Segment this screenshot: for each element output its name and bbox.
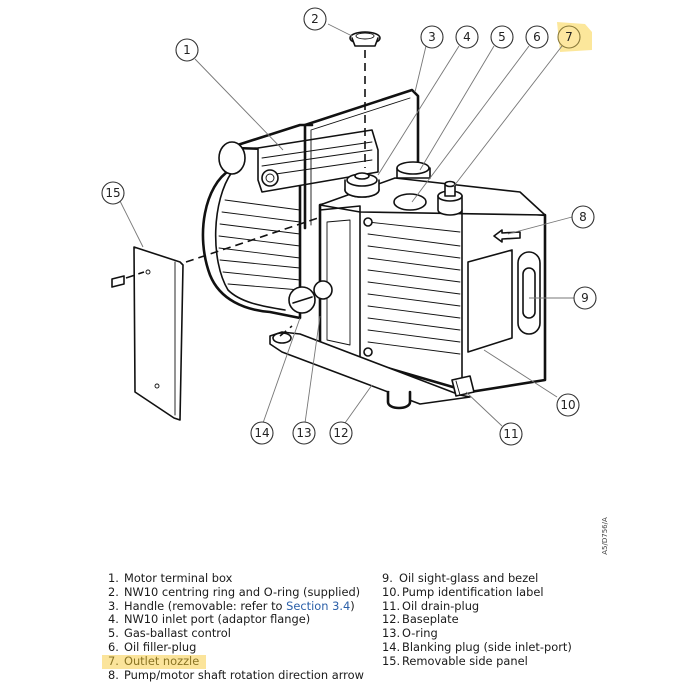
svg-text:5: 5 — [498, 30, 506, 44]
pump-body — [318, 177, 547, 394]
legend-item: 13.O-ring — [382, 626, 438, 641]
callout-3: 3 — [420, 25, 444, 49]
pump-identification-label — [467, 249, 513, 353]
legend-item: 1.Motor terminal box — [108, 571, 233, 585]
svg-text:12: 12 — [333, 426, 348, 440]
section-3-4-link[interactable]: Section 3.4 — [286, 598, 351, 613]
svg-text:13: 13 — [296, 426, 311, 440]
callout-11: 11 — [499, 422, 523, 446]
legend-item: 14.Blanking plug (side inlet-port) — [382, 639, 572, 654]
figure-reference-code: A5/D756/A — [601, 517, 609, 555]
callout-10: 10 — [556, 393, 580, 417]
callout-4: 4 — [455, 25, 479, 49]
callout-1: 1 — [175, 38, 199, 62]
handle — [303, 88, 420, 230]
gas-ballast-control — [393, 193, 427, 211]
legend-item: 6.Oil filler-plug — [108, 639, 197, 654]
parts-legend-left: 1.Motor terminal box 2.NW10 centring rin… — [102, 571, 364, 682]
blanking-plug — [288, 280, 333, 314]
outlet-nozzle — [437, 180, 463, 216]
legend-item: 12.Baseplate — [382, 612, 459, 627]
legend-item: 11.Oil drain-plug — [382, 598, 480, 613]
motor-housing — [201, 146, 302, 320]
legend-item: 3.Handle (removable: refer to Section 3.… — [108, 598, 355, 613]
callout-6: 6 — [525, 25, 549, 49]
callout-8: 8 — [571, 205, 595, 229]
legend-item: 10.Pump identification label — [382, 584, 544, 599]
leader-lines — [119, 23, 574, 427]
oil-filler-plug — [396, 161, 431, 179]
oil-drain-plug — [451, 375, 475, 397]
callout-9: 9 — [573, 286, 597, 310]
svg-text:11: 11 — [503, 427, 518, 441]
svg-text:10: 10 — [560, 398, 575, 412]
oil-sight-glass — [517, 251, 541, 335]
callout-13: 13 — [292, 421, 316, 445]
svg-text:2: 2 — [311, 12, 319, 26]
inlet-port — [344, 172, 380, 198]
callout-5: 5 — [490, 25, 514, 49]
legend-item: 2.NW10 centring ring and O-ring (supplie… — [108, 584, 361, 599]
legend-item: 5.Gas-ballast control — [108, 626, 231, 641]
legend-item: 15.Removable side panel — [382, 653, 528, 668]
centring-ring — [349, 31, 381, 47]
svg-text:15: 15 — [105, 186, 120, 200]
svg-text:8: 8 — [579, 210, 587, 224]
callout-7: 7 — [557, 25, 581, 49]
callout-15: 15 — [101, 181, 125, 205]
svg-text:1: 1 — [183, 43, 191, 57]
legend-item: 9.Oil sight-glass and bezel — [382, 571, 539, 585]
svg-text:9: 9 — [581, 291, 589, 305]
callout-2: 2 — [303, 7, 327, 31]
svg-text:14: 14 — [254, 426, 269, 440]
callout-14: 14 — [250, 421, 274, 445]
svg-text:4: 4 — [463, 30, 471, 44]
legend-item: 4.NW10 inlet port (adaptor flange) — [108, 612, 311, 627]
pump-exploded-diagram: 1 2 3 4 5 6 7 8 9 10 11 12 13 14 15 — [101, 7, 597, 446]
svg-text:3: 3 — [428, 30, 436, 44]
legend-item: 8.Pump/motor shaft rotation direction ar… — [108, 667, 364, 682]
baseplate — [269, 331, 471, 410]
parts-legend-right: 9.Oil sight-glass and bezel 10.Pump iden… — [382, 571, 572, 669]
callout-12: 12 — [329, 421, 353, 445]
removable-side-panel — [111, 246, 184, 421]
svg-text:7: 7 — [565, 30, 573, 44]
motor-terminal-box — [218, 123, 379, 193]
svg-text:6: 6 — [533, 30, 541, 44]
legend-item-highlighted: 7.Outlet nozzle — [102, 654, 206, 669]
